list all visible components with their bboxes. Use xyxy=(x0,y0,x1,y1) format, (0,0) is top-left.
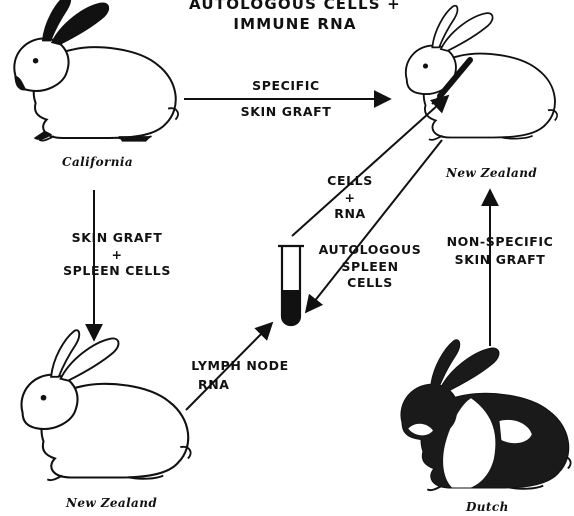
diagram-title: AUTOLOGOUS CELLS + IMMUNE RNA xyxy=(150,0,440,32)
new-zealand-donor-rabbit xyxy=(21,330,190,480)
label-california: California xyxy=(62,155,133,169)
label-new-zealand-recipient: New Zealand xyxy=(446,166,537,180)
label-skin-graft-spleen-cells: SKIN GRAFT + SPLEEN CELLS xyxy=(44,232,190,278)
label-non-specific-skin-graft: NON-SPECIFIC SKIN GRAFT xyxy=(440,236,560,266)
label-autologous-spleen-cells: AUTOLOGOUS SPLEEN CELLS xyxy=(318,244,422,290)
label-specific-skin-graft: SPECIFIC SKIN GRAFT xyxy=(226,80,346,118)
label-cells-rna: CELLS + RNA xyxy=(320,175,380,221)
dutch-rabbit xyxy=(401,340,570,490)
label-lymph-node-rna: LYMPH NODE RNA xyxy=(188,360,298,391)
title-line-1: AUTOLOGOUS CELLS + xyxy=(150,0,440,12)
test-tube-icon xyxy=(278,246,304,325)
label-new-zealand-donor: New Zealand xyxy=(66,496,157,510)
title-line-2: IMMUNE RNA xyxy=(150,17,440,32)
label-dutch: Dutch xyxy=(466,500,509,514)
